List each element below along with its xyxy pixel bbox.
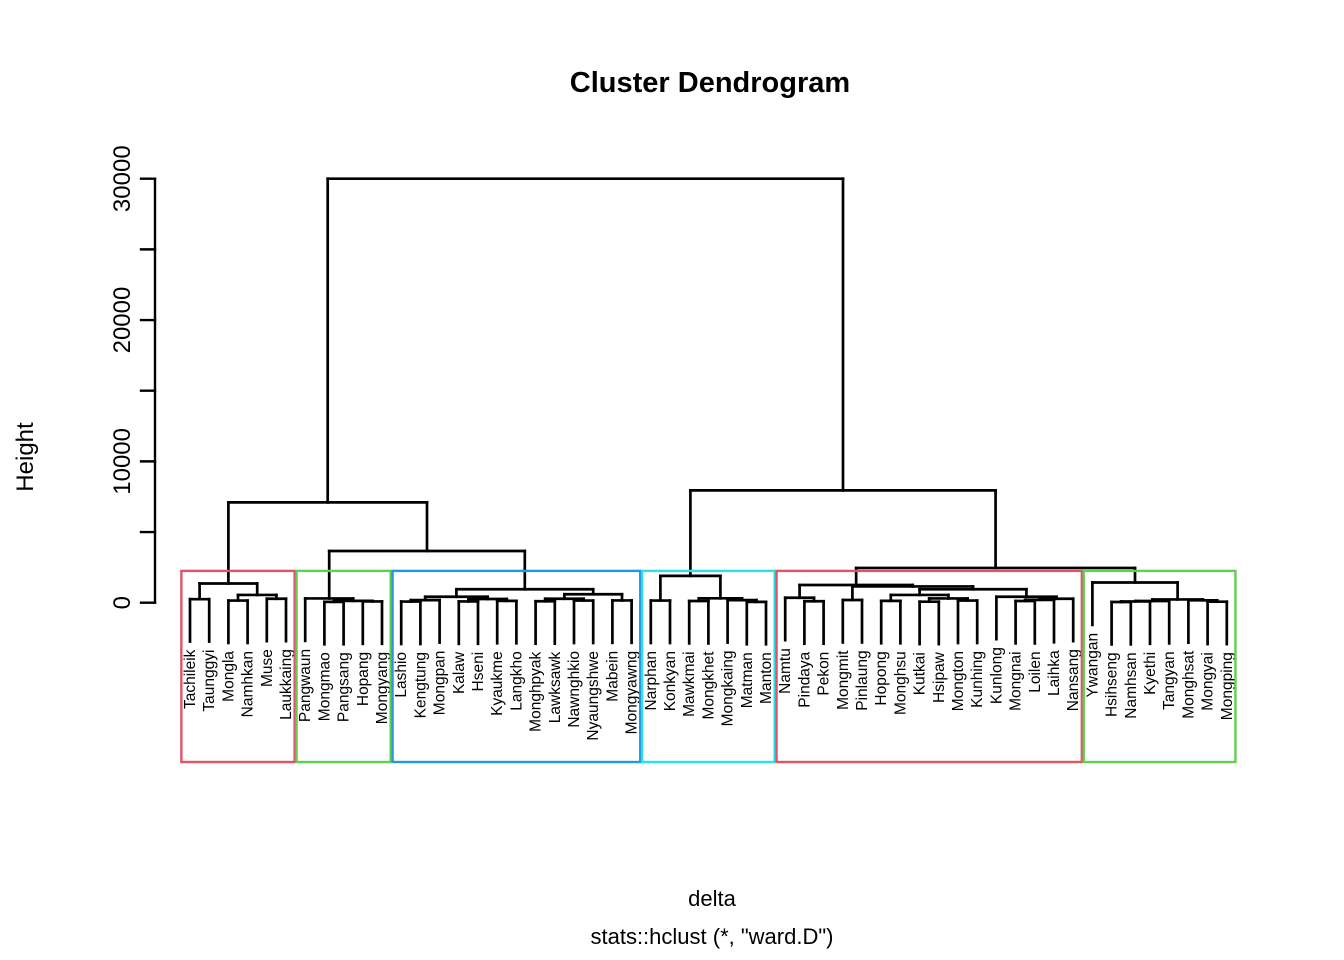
- x-axis-title: delta: [688, 886, 736, 911]
- cluster-box: [391, 569, 642, 764]
- leaf-label: Kutkai: [912, 652, 929, 695]
- leaf-label: Hopang: [355, 652, 372, 706]
- leaf-label: Mongla: [220, 651, 237, 702]
- leaf-label: Nansang: [1065, 649, 1082, 711]
- leaf-label: Hseni: [470, 652, 487, 692]
- leaf-label: Ywangan: [1084, 633, 1101, 698]
- leaf-label: Loilen: [1027, 651, 1044, 692]
- leaf-label: Mongkhet: [700, 651, 717, 720]
- leaf-label: Tangyan: [1161, 651, 1178, 710]
- leaf-label: Kunhing: [969, 651, 986, 708]
- cluster-box: [775, 569, 1084, 764]
- leaf-label: Tachileik: [182, 649, 199, 709]
- leaf-label: Pangsang: [336, 652, 353, 722]
- leaf-label: Lawksawk: [547, 651, 564, 723]
- leaf-label: Mongyang: [374, 652, 391, 724]
- leaf-label: Pinlaung: [854, 650, 871, 710]
- leaf-label: Namtu: [777, 648, 794, 694]
- leaf-label: Mabein: [604, 651, 621, 702]
- leaf-label: Mongnai: [1008, 651, 1025, 710]
- leaf-label: Nawnghkio: [566, 651, 583, 728]
- cluster-box: [1082, 569, 1237, 764]
- y-axis: 0 10000 20000 30000: [109, 145, 157, 609]
- leaf-label: Mongping: [1219, 652, 1236, 720]
- y-tick-label: 30000: [109, 145, 136, 212]
- leaf-label: Monghpyak: [528, 651, 545, 731]
- leaf-label: Narphan: [643, 651, 660, 710]
- leaf-label: Kyaukme: [489, 651, 506, 716]
- leaf-label: Langkho: [508, 651, 525, 710]
- leaf-label: Mongpan: [432, 651, 449, 716]
- leaf-label: Pekon: [816, 652, 833, 696]
- leaf-label: Pindaya: [796, 651, 813, 707]
- call-caption: stats::hclust (*, "ward.D"): [590, 924, 833, 949]
- y-tick-label: 10000: [109, 428, 136, 495]
- leaf-label: Mongkaing: [720, 651, 737, 727]
- leaf-label: Kalaw: [451, 651, 468, 694]
- y-tick-label: 20000: [109, 287, 136, 354]
- leaf-label: Konkyan: [662, 651, 679, 711]
- chart-title: Cluster Dendrogram: [570, 67, 850, 99]
- y-tick-label: 0: [109, 596, 136, 609]
- leaf-label: Lashio: [393, 652, 410, 698]
- leaf-label: Hsihseng: [1104, 652, 1121, 717]
- leaf-label: Pangwaun: [297, 649, 314, 722]
- cluster-box: [180, 569, 296, 764]
- leaf-label: Muse: [259, 649, 276, 687]
- leaf-label: Namhkan: [240, 651, 257, 717]
- leaf-label: Mongton: [950, 651, 967, 711]
- leaf-label: Taunggyi: [201, 650, 218, 712]
- leaf-label: Mawkmai: [681, 651, 698, 716]
- leaf-label: Kyethi: [1142, 652, 1159, 695]
- tree-branches: [188, 177, 1229, 646]
- leaf-label: Mongmao: [316, 652, 333, 721]
- leaf-label: Mongyai: [1200, 652, 1217, 711]
- leaf-label: Laihka: [1046, 650, 1063, 696]
- leaf-label: Monghsat: [1180, 650, 1197, 719]
- leaf-label: Kunlong: [988, 647, 1005, 704]
- leaf-label: Mongmit: [835, 650, 852, 710]
- leaf-label: Mongyawng: [624, 651, 641, 735]
- cluster-box: [295, 569, 392, 764]
- cluster-box: [640, 569, 776, 764]
- leaf-label: Hopong: [873, 651, 890, 705]
- leaf-label: Monghsu: [892, 651, 909, 715]
- leaf-label: Matman: [739, 652, 756, 708]
- leaf-label: Hsipaw: [931, 651, 948, 703]
- leaf-label: Namhsan: [1123, 652, 1140, 718]
- leaf-label: Manton: [758, 652, 775, 704]
- cluster-boxes: [180, 569, 1237, 764]
- leaf-label: Kengtung: [412, 652, 429, 718]
- leaf-label: Nyaungshwe: [585, 651, 602, 741]
- y-axis-title: Height: [12, 422, 39, 492]
- leaf-label: Laukkaing: [278, 649, 295, 720]
